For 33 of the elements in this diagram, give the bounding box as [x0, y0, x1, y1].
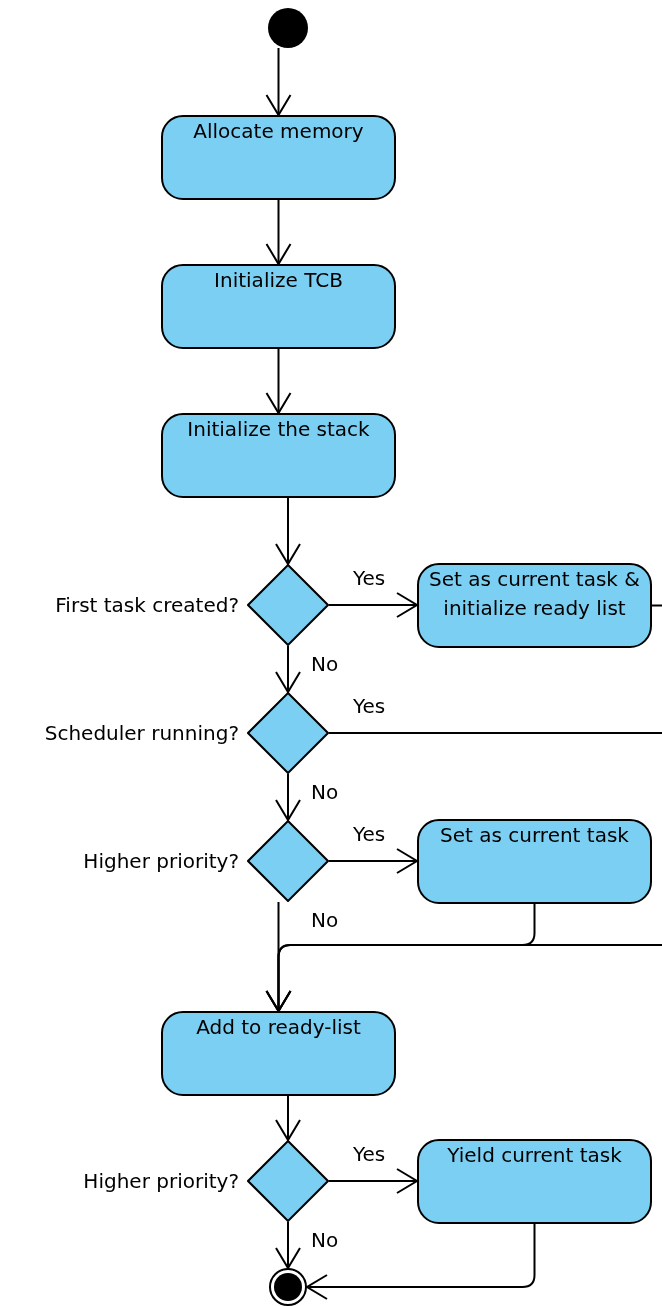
arrow	[306, 1223, 536, 1300]
arrow	[275, 773, 301, 821]
arrow	[275, 497, 301, 565]
arrow	[265, 199, 292, 265]
action-box	[161, 413, 396, 498]
action-box	[161, 115, 396, 200]
arrow	[265, 348, 292, 414]
arrow	[275, 1221, 301, 1269]
decision-label: First task created?	[55, 592, 239, 619]
action-box	[161, 1011, 396, 1096]
action-text: Initialize TCB	[214, 267, 343, 294]
action-text: Set as current task	[440, 822, 629, 849]
decision-label: Higher priority?	[83, 1168, 239, 1195]
final-node	[269, 1268, 307, 1306]
action-box	[417, 819, 652, 904]
initial-node	[268, 8, 308, 48]
arrow	[328, 848, 418, 874]
arrow	[265, 47, 292, 116]
action-box	[417, 1139, 652, 1224]
decision-label: Scheduler running?	[44, 720, 239, 747]
arrow	[275, 645, 301, 693]
arrow	[328, 1168, 418, 1194]
action-text: Add to ready-list	[196, 1014, 361, 1041]
arrow	[275, 1095, 301, 1141]
arrow	[265, 944, 662, 1012]
decision-label: Higher priority?	[83, 848, 239, 875]
action-box	[417, 563, 652, 648]
action-text: Allocate memory	[193, 118, 364, 145]
arrow	[328, 592, 418, 618]
action-text: Initialize the stack	[187, 416, 370, 443]
action-box	[161, 264, 396, 349]
action-text: Yield current task	[447, 1142, 622, 1169]
action-text: Set as current task & initialize ready list	[428, 566, 641, 622]
